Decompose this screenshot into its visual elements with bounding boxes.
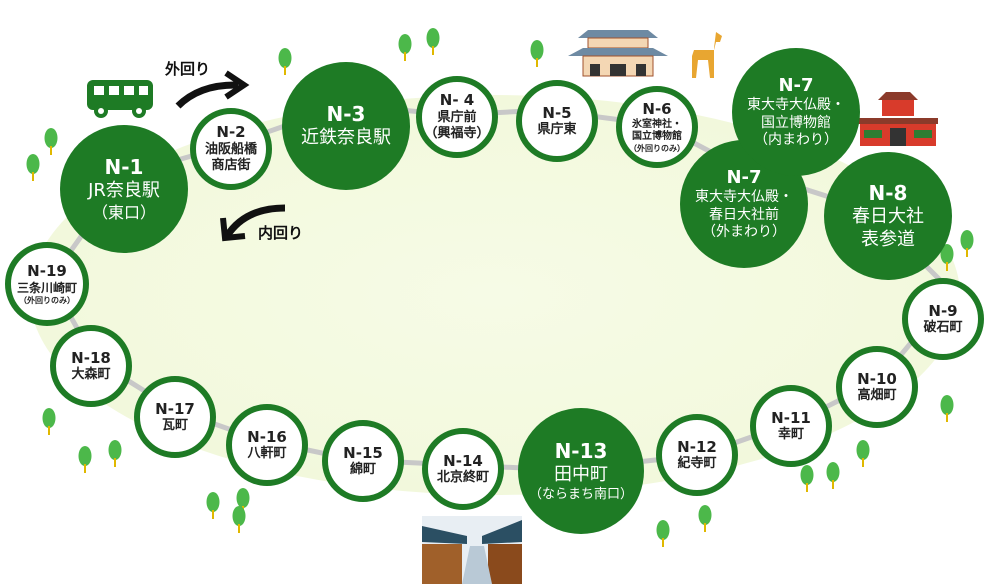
tree-icon xyxy=(78,446,92,473)
station-n5[interactable]: N-5 県庁東 xyxy=(516,80,598,162)
counterclockwise-arrow-icon xyxy=(220,204,286,242)
tree-icon xyxy=(108,440,122,467)
tree-icon xyxy=(826,462,840,489)
station-n1[interactable]: N-1 JR奈良駅 （東口） xyxy=(60,125,188,253)
deer-icon xyxy=(692,32,722,78)
station-n11[interactable]: N-11 幸町 xyxy=(750,385,832,467)
tree-icon xyxy=(26,154,40,181)
tree-icon xyxy=(206,492,220,519)
tree-icon xyxy=(44,128,58,155)
tree-icon xyxy=(856,440,870,467)
station-n7-inner[interactable]: N-7 東大寺大仏殿・ 国立博物館 （内まわり） xyxy=(732,48,860,176)
tree-icon xyxy=(398,34,412,61)
station-n4[interactable]: N- 4 県庁前 （興福寺） xyxy=(416,76,498,158)
tree-icon xyxy=(42,408,56,435)
tree-icon xyxy=(960,230,974,257)
tree-icon xyxy=(530,40,544,67)
station-n8[interactable]: N-8 春日大社 表参道 xyxy=(824,152,952,280)
station-n12[interactable]: N-12 紀寺町 xyxy=(656,414,738,496)
station-n9[interactable]: N-9 破石町 xyxy=(902,278,984,360)
kasuga-shrine-icon xyxy=(858,92,938,146)
station-n3[interactable]: N-3 近鉄奈良駅 xyxy=(282,62,410,190)
inner-loop-label: 内回り xyxy=(258,224,304,242)
tree-icon xyxy=(656,520,670,547)
tree-icon xyxy=(232,506,246,533)
station-n13[interactable]: N-13 田中町 （ならまち南口） xyxy=(518,408,644,534)
station-n18[interactable]: N-18 大森町 xyxy=(50,325,132,407)
tree-icon xyxy=(940,244,954,271)
station-n16[interactable]: N-16 八軒町 xyxy=(226,404,308,486)
outer-loop-label: 外回り xyxy=(165,60,211,78)
tree-icon xyxy=(698,505,712,532)
tree-icon xyxy=(940,395,954,422)
station-n6[interactable]: N-6 氷室神社・ 国立博物館 （外回りのみ） xyxy=(616,86,698,168)
naramachi-street-icon xyxy=(422,516,522,584)
clockwise-arrow-icon xyxy=(175,70,250,109)
tree-icon xyxy=(278,48,292,75)
bus-icon xyxy=(87,80,153,118)
station-n10[interactable]: N-10 高畑町 xyxy=(836,346,918,428)
station-n19[interactable]: N-19 三条川崎町 （外回りのみ） xyxy=(5,242,89,326)
station-n2[interactable]: N-2 油阪船橋 商店街 xyxy=(190,108,272,190)
tree-icon xyxy=(800,465,814,492)
tree-icon xyxy=(426,28,440,55)
station-n14[interactable]: N-14 北京終町 xyxy=(422,428,504,510)
station-n17[interactable]: N-17 瓦町 xyxy=(134,376,216,458)
todaiji-temple-icon xyxy=(568,30,668,77)
station-n15[interactable]: N-15 綿町 xyxy=(322,420,404,502)
